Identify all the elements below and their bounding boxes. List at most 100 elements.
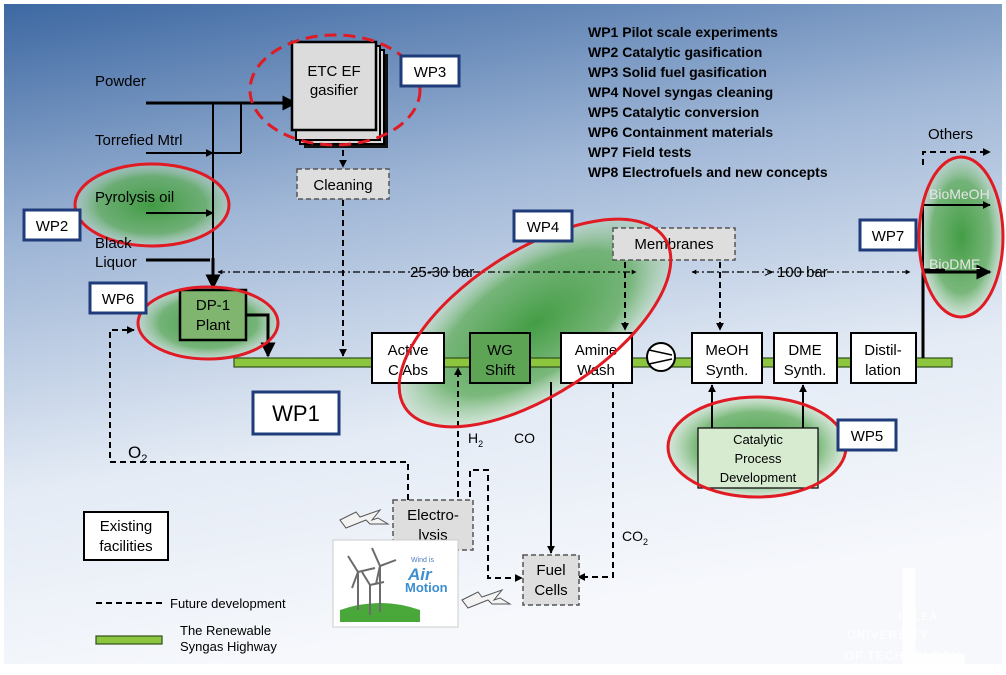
o2-label: O2 xyxy=(128,443,147,465)
compressor-line-2 xyxy=(648,358,673,365)
highlight-outlines xyxy=(73,33,1005,499)
fuelcells-label-1: Fuel xyxy=(536,562,565,579)
legend-existing-box xyxy=(83,511,169,561)
compressor-icon xyxy=(646,342,676,372)
distil-rect xyxy=(850,332,917,384)
gasifier-label-2: gasifier xyxy=(310,82,358,99)
input-pyrolysis: Pyrolysis oil xyxy=(95,189,174,206)
fuelcells-label-2: Cells xyxy=(534,582,567,599)
catalytic-process: Catalytic Process Development xyxy=(697,427,819,489)
wp-list-item: WP7 Field tests xyxy=(588,144,692,160)
pyrolysis-outline xyxy=(73,162,231,248)
distil-label-1: Distil- xyxy=(864,342,902,359)
legend-highway-swatch xyxy=(95,635,163,645)
workpackage-list: WP1 Pilot scale experiments WP2 Catalyti… xyxy=(588,24,828,180)
compressor xyxy=(646,342,676,372)
active-c-abs: Active C Abs xyxy=(371,332,445,384)
amine-wash: Amine Wash xyxy=(560,332,633,384)
wp2-tag-label: WP2 xyxy=(36,218,69,235)
university-line-1: LULEÅ xyxy=(898,610,938,623)
catalytic-label-3: Development xyxy=(720,470,797,485)
biomeoh-label: BioMeOH xyxy=(929,186,990,202)
university-logo: L LULEÅ UNIVERSITY OF TECHNOLOGY xyxy=(845,537,969,675)
distillation: Distil- lation xyxy=(850,332,917,384)
active-rect xyxy=(371,332,445,384)
meoh-rect xyxy=(691,332,763,384)
wp-list-item: WP1 Pilot scale experiments xyxy=(588,24,778,40)
wp1-tag xyxy=(251,390,341,436)
others-arrow xyxy=(922,148,991,165)
dp1-rect xyxy=(178,288,248,342)
membranes-rect xyxy=(612,227,736,261)
fuel-cells: Fuel Cells xyxy=(522,554,580,606)
co2-label: CO2 xyxy=(622,528,648,547)
wp7-tag-label: WP7 xyxy=(872,228,905,245)
catalytic-rect xyxy=(697,427,819,489)
grass-shape xyxy=(340,603,420,622)
lightning-icon xyxy=(461,588,512,609)
dme-label-2: Synth. xyxy=(784,362,827,379)
wp4-tag xyxy=(512,209,574,243)
dp1-label-1: DP-1 xyxy=(196,297,230,314)
wp1-tag-label: WP1 xyxy=(272,401,320,426)
legend-existing-1: Existing xyxy=(100,518,153,535)
wp-tags: WP3 WP2 WP6 WP4 WP7 WP5 WP1 xyxy=(22,54,918,452)
wp4-tag-label: WP4 xyxy=(527,219,560,236)
wp-list-item: WP8 Electrofuels and new concepts xyxy=(588,164,828,180)
wg-rect xyxy=(469,332,531,384)
meoh-label-1: MeOH xyxy=(705,342,748,359)
wind-logo-motion: Motion xyxy=(405,580,448,595)
electrolysis-label-1: Electro- xyxy=(407,507,459,524)
wind-logo-air: Air xyxy=(407,565,433,584)
catalytic-label-2: Process xyxy=(735,451,782,466)
pressure-high-label: > 100 bar xyxy=(764,264,828,281)
membranes-label: Membranes xyxy=(634,236,713,253)
active-label-2: C Abs xyxy=(388,362,428,379)
wg-shift: WG Shift xyxy=(469,332,531,384)
co-label: CO xyxy=(514,430,535,446)
wp-list-item: WP2 Catalytic gasification xyxy=(588,44,762,60)
cleaning-label: Cleaning xyxy=(313,177,372,194)
legend-highway-1: The Renewable xyxy=(180,623,271,638)
cleaning-box: Cleaning xyxy=(296,168,390,200)
catalytic-label-1: Catalytic xyxy=(733,432,783,447)
dme-rect xyxy=(773,332,838,384)
wp3-tag xyxy=(399,54,461,88)
legend-existing-2: facilities xyxy=(99,538,152,555)
wind-turbine-icon xyxy=(347,547,397,615)
wind-turbine-image: Wind is Air Motion xyxy=(332,539,459,628)
input-torrefied: Torrefied Mtrl xyxy=(95,132,183,149)
university-line-3: OF TECHNOLOGY xyxy=(845,649,962,663)
co2-line xyxy=(577,382,614,581)
dp1-plant: DP-1 Plant xyxy=(178,288,248,342)
dp1-label-2: Plant xyxy=(196,317,231,334)
fuelcells-rect xyxy=(522,554,580,606)
wg-label-2: Shift xyxy=(485,362,516,379)
university-line-2: UNIVERSITY xyxy=(847,628,929,642)
wp7-tag xyxy=(858,218,918,252)
wg-label-1: WG xyxy=(487,342,513,359)
distil-label-2: lation xyxy=(865,362,901,379)
legend-future-label: Future development xyxy=(170,596,286,611)
lightning-icon xyxy=(339,508,390,529)
wp-list-item: WP5 Catalytic conversion xyxy=(588,104,759,120)
membranes-box: Membranes xyxy=(612,227,736,261)
wind-logo-small: Wind is xyxy=(411,557,434,564)
wp6-tag xyxy=(88,281,148,315)
dp1-outline xyxy=(136,285,280,361)
wp5-tag-label: WP5 xyxy=(851,428,884,445)
wp2-tag xyxy=(22,208,82,242)
gasifier-label-1: ETC EF xyxy=(307,63,360,80)
pyrolysis-highlight xyxy=(75,164,229,246)
university-monogram: L xyxy=(891,537,969,670)
wp3-tag-label: WP3 xyxy=(414,64,447,81)
compressor-line-1 xyxy=(648,349,673,356)
input-black: Black xyxy=(95,235,132,252)
wp6-tag-label: WP6 xyxy=(102,291,135,308)
biodme-label: BioDME xyxy=(929,256,980,272)
legend-highway-2: Syngas Highway xyxy=(180,639,277,654)
dme-label-1: DME xyxy=(788,342,821,359)
legend: Existing facilities Future development T… xyxy=(83,511,286,654)
amine-rect xyxy=(560,332,633,384)
